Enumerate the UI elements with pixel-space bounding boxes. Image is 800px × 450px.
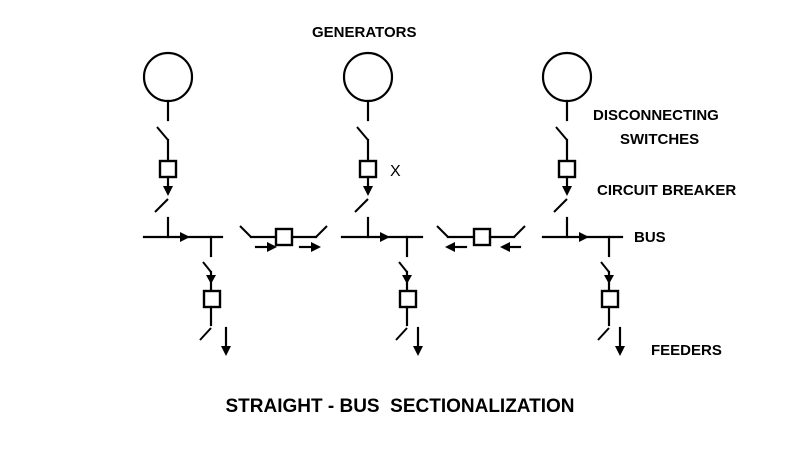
circuit-breaker-label: CIRCUIT BREAKER (597, 182, 736, 199)
section-2: X (340, 51, 424, 356)
bus-tie-1-right-switch (315, 225, 328, 238)
bus-tie-1 (239, 225, 328, 252)
feeder-1-switch-bottom (199, 327, 212, 341)
diagram-title: STRAIGHT - BUS SECTIONALIZATION (225, 396, 574, 417)
feeder-3-switch-bottom (597, 327, 610, 341)
disconnecting-label-line1: DISCONNECTING (593, 107, 719, 124)
arrow-2-down (363, 186, 373, 196)
bus-tie-2-left-switch (436, 225, 449, 238)
generator-1 (142, 51, 194, 103)
bus-tie-2 (436, 225, 526, 252)
arrow-1-down (163, 186, 173, 196)
bus-tie-1-right-arrow (311, 242, 321, 252)
section-3 (541, 51, 625, 356)
feeder-1-arrow-upper (206, 275, 216, 284)
circuit-breaker-2 (358, 159, 378, 179)
feeder-2-switch-bottom (395, 327, 408, 341)
feeder-3-arrow (615, 346, 625, 356)
bus-tie-2-right-switch (513, 225, 526, 238)
feeders-label: FEEDERS (651, 342, 722, 359)
arrow-3-down (562, 186, 572, 196)
feeder-2-arrow-upper (402, 275, 412, 284)
bus-3-arrow (579, 232, 589, 242)
disconnect-switch-3-bottom (553, 198, 568, 213)
feeder-breaker-2 (398, 289, 418, 309)
bus-tie-breaker-2 (472, 227, 492, 247)
bus-1-arrow (180, 232, 190, 242)
breaker-x-label: X (390, 163, 401, 180)
feeder-1-arrow (221, 346, 231, 356)
feeder-2-arrow (413, 346, 423, 356)
disconnect-switch-1-bottom (154, 198, 169, 213)
bus-tie-1-left-switch (239, 225, 252, 238)
disconnect-switch-2-bottom (354, 198, 369, 213)
feeder-1-switch-top (202, 261, 212, 273)
feeder-3-switch-top (600, 261, 610, 273)
feeder-breaker-1 (202, 289, 222, 309)
disconnect-switch-2-top (356, 126, 369, 141)
feeder-3-arrow-upper (604, 275, 614, 284)
bus-tie-2-right-arrow (500, 242, 510, 252)
bus-2-arrow (380, 232, 390, 242)
disconnect-switch-1-top (156, 126, 169, 141)
bus-tie-1-left-arrow (267, 242, 277, 252)
disconnect-switch-3-top (555, 126, 568, 141)
bus-tie-2-left-arrow (445, 242, 455, 252)
circuit-breaker-1 (158, 159, 178, 179)
bus-label: BUS (634, 229, 666, 246)
feeder-breaker-3 (600, 289, 620, 309)
circuit-breaker-3 (557, 159, 577, 179)
disconnecting-label-line2: SWITCHES (620, 131, 699, 148)
generators-label: GENERATORS (312, 24, 416, 41)
section-1 (142, 51, 231, 356)
feeder-2-switch-top (398, 261, 408, 273)
generator-2 (342, 51, 394, 103)
bus-tie-breaker-1 (274, 227, 294, 247)
generator-3 (541, 51, 593, 103)
